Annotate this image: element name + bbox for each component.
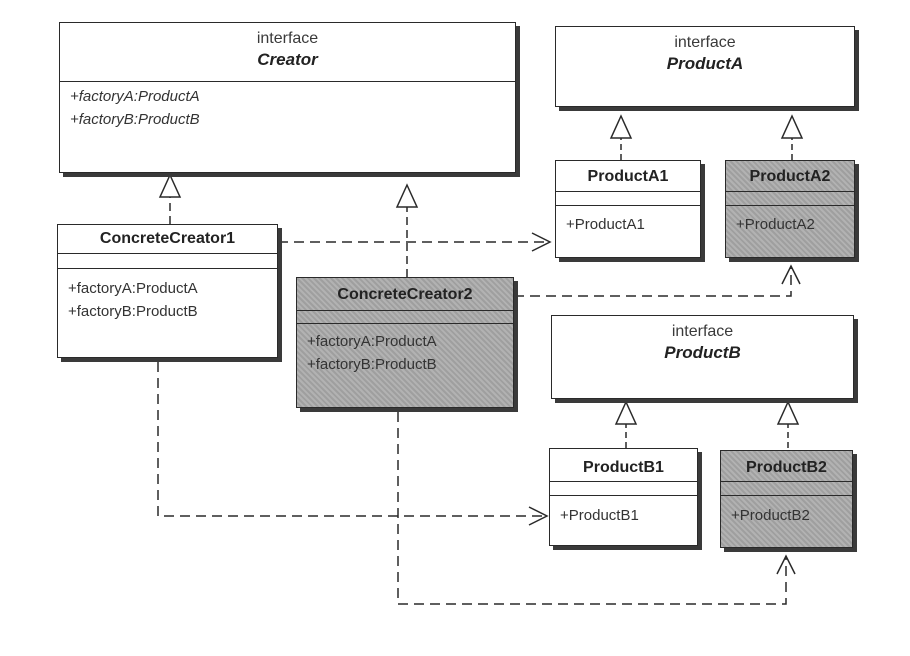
creator-interface-box: interface Creator +factoryA:ProductA +fa…	[59, 22, 516, 173]
producta-name: ProductA	[666, 54, 744, 73]
concrete-creator-2-operation: +factoryB:ProductB	[307, 356, 437, 373]
dependency-arrowhead-cc2-a2	[781, 264, 801, 285]
realization-arrowhead-b1	[614, 400, 638, 425]
realization-arrowhead-a2	[780, 114, 804, 139]
concrete-creator-1-operation: +factoryA:ProductA	[68, 280, 198, 297]
producta2-name: ProductA2	[749, 168, 831, 185]
productb2-operation: +ProductB2	[731, 507, 810, 524]
dependency-arrowhead-cc1-a1	[531, 232, 552, 252]
productb-interface-box: interface ProductB	[551, 315, 854, 399]
concrete-creator-1-name: ConcreteCreator1	[99, 230, 236, 247]
producta1-name: ProductA1	[587, 168, 669, 185]
dependency-cc1-productb1	[157, 362, 547, 517]
concrete-creator-1-box: ConcreteCreator1 +factoryA:ProductA +fac…	[57, 224, 278, 358]
realization-arrowhead-b2	[776, 400, 800, 425]
concrete-creator-2-box: ConcreteCreator2 +factoryA:ProductA +fac…	[296, 277, 514, 408]
creator-stereotype: interface	[256, 30, 319, 47]
dependency-cc2-producta2	[514, 266, 792, 297]
creator-operation: +factoryB:ProductB	[70, 111, 200, 128]
productb1-box: ProductB1 +ProductB1	[549, 448, 698, 546]
productb2-box: ProductB2 +ProductB2	[720, 450, 853, 548]
productb1-name: ProductB1	[583, 459, 664, 476]
creator-name: Creator	[257, 50, 318, 69]
productb-stereotype: interface	[671, 323, 734, 340]
dependency-arrowhead-cc1-b1	[528, 506, 549, 526]
producta1-box: ProductA1 +ProductA1	[555, 160, 701, 258]
concrete-creator-2-name: ConcreteCreator2	[337, 286, 473, 303]
productb-name: ProductB	[664, 343, 741, 362]
producta-interface-box: interface ProductA	[555, 26, 855, 107]
concrete-creator-2-operation: +factoryA:ProductA	[307, 333, 437, 350]
realization-arrowhead-a1	[609, 114, 633, 139]
producta2-box: ProductA2 +ProductA2	[725, 160, 855, 258]
producta1-operation: +ProductA1	[566, 216, 645, 233]
productb1-operation: +ProductB1	[560, 507, 639, 524]
realization-arrowhead-cc2	[395, 183, 419, 208]
producta2-operation: +ProductA2	[736, 216, 815, 233]
realization-arrowhead-cc1	[158, 173, 182, 198]
creator-operation: +factoryA:ProductA	[70, 88, 200, 105]
producta-stereotype: interface	[674, 34, 736, 51]
productb2-name: ProductB2	[746, 459, 827, 476]
dependency-cc2-productb2	[397, 412, 787, 605]
concrete-creator-1-operation: +factoryB:ProductB	[68, 303, 198, 320]
dependency-arrowhead-cc2-b2	[776, 554, 796, 575]
